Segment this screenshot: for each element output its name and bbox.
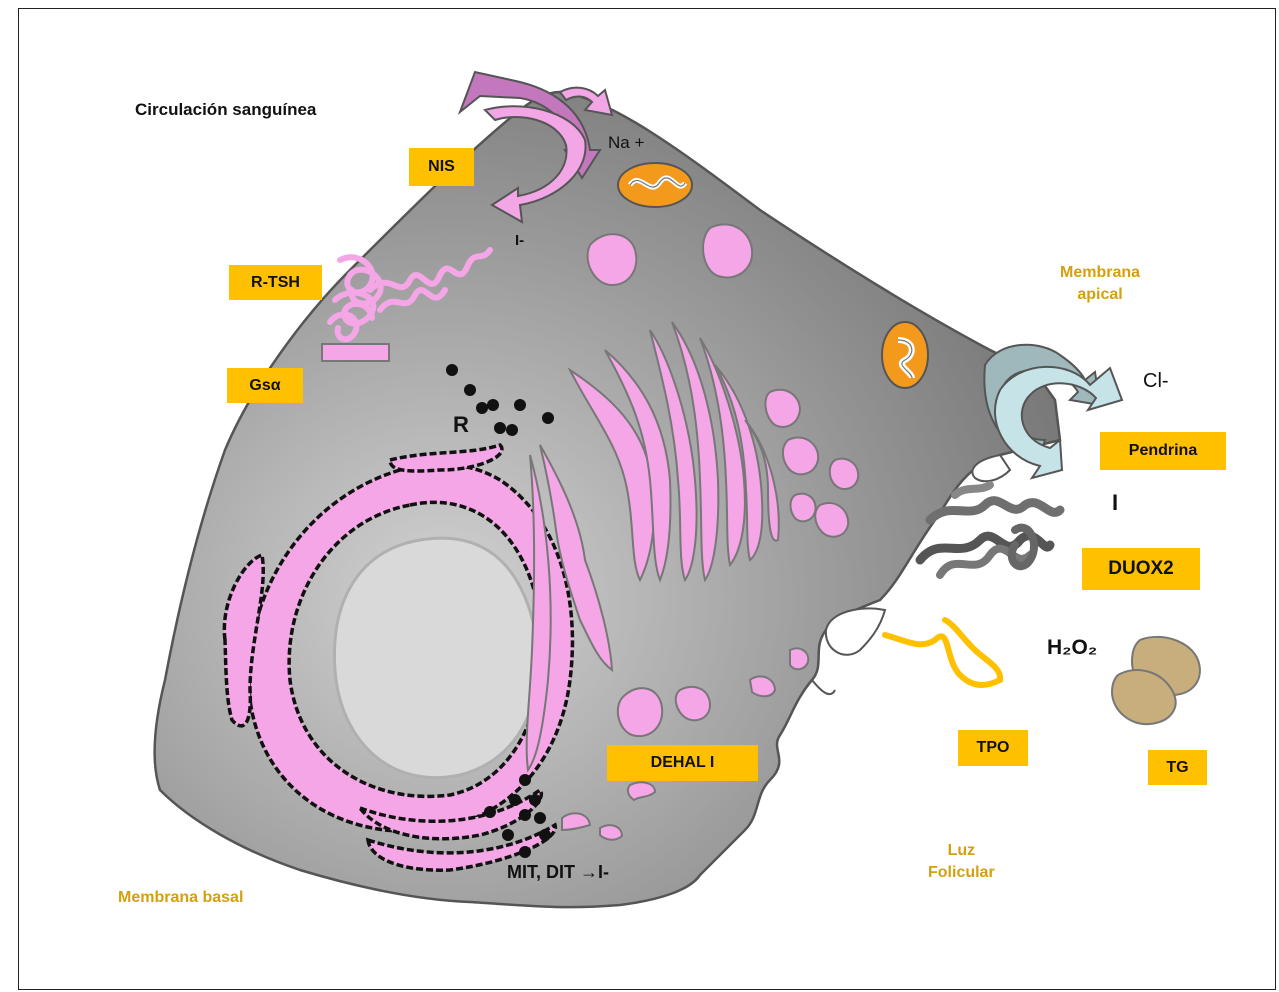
- nis-label-box: NIS: [409, 148, 474, 186]
- ribosome-r-label: R: [453, 412, 469, 438]
- follicular-lumen-line1: Luz: [928, 840, 995, 862]
- thyroglobulin: [1112, 637, 1200, 724]
- tpo-label-box: TPO: [958, 730, 1028, 766]
- tg-label-box: TG: [1148, 750, 1207, 785]
- apical-membrane-label: Membrana apical: [1060, 262, 1140, 306]
- nucleus: [334, 538, 538, 778]
- mitochondrion: [882, 322, 928, 388]
- follicular-lumen-line2: Folicular: [928, 862, 995, 884]
- iodide-in-label: I-: [515, 232, 524, 249]
- mitochondrion: [618, 163, 692, 207]
- apical-membrane-line2: apical: [1060, 284, 1140, 306]
- mit-dit-label: MIT, DIT →I-: [507, 862, 609, 883]
- basal-membrane-label: Membrana basal: [118, 887, 243, 909]
- rtsh-label-box: R-TSH: [229, 265, 322, 300]
- dehal-label-box: DEHAL I: [607, 745, 758, 781]
- circulation-label: Circulación sanguínea: [135, 100, 316, 120]
- follicular-lumen-label: Luz Folicular: [928, 840, 995, 884]
- h2o2-label: H₂O₂: [1047, 636, 1097, 660]
- sodium-label: Na +: [608, 133, 644, 153]
- gs-alpha-protein: [322, 344, 389, 361]
- gs-alpha-label-box: Gsα: [227, 368, 303, 403]
- chloride-label: Cl-: [1143, 370, 1169, 393]
- duox2-label-box: DUOX2: [1082, 548, 1200, 590]
- tpo-enzyme: [885, 620, 1000, 685]
- apical-membrane-line1: Membrana: [1060, 262, 1140, 284]
- iodine-label: I: [1112, 490, 1118, 516]
- pendrina-label-box: Pendrina: [1100, 432, 1226, 470]
